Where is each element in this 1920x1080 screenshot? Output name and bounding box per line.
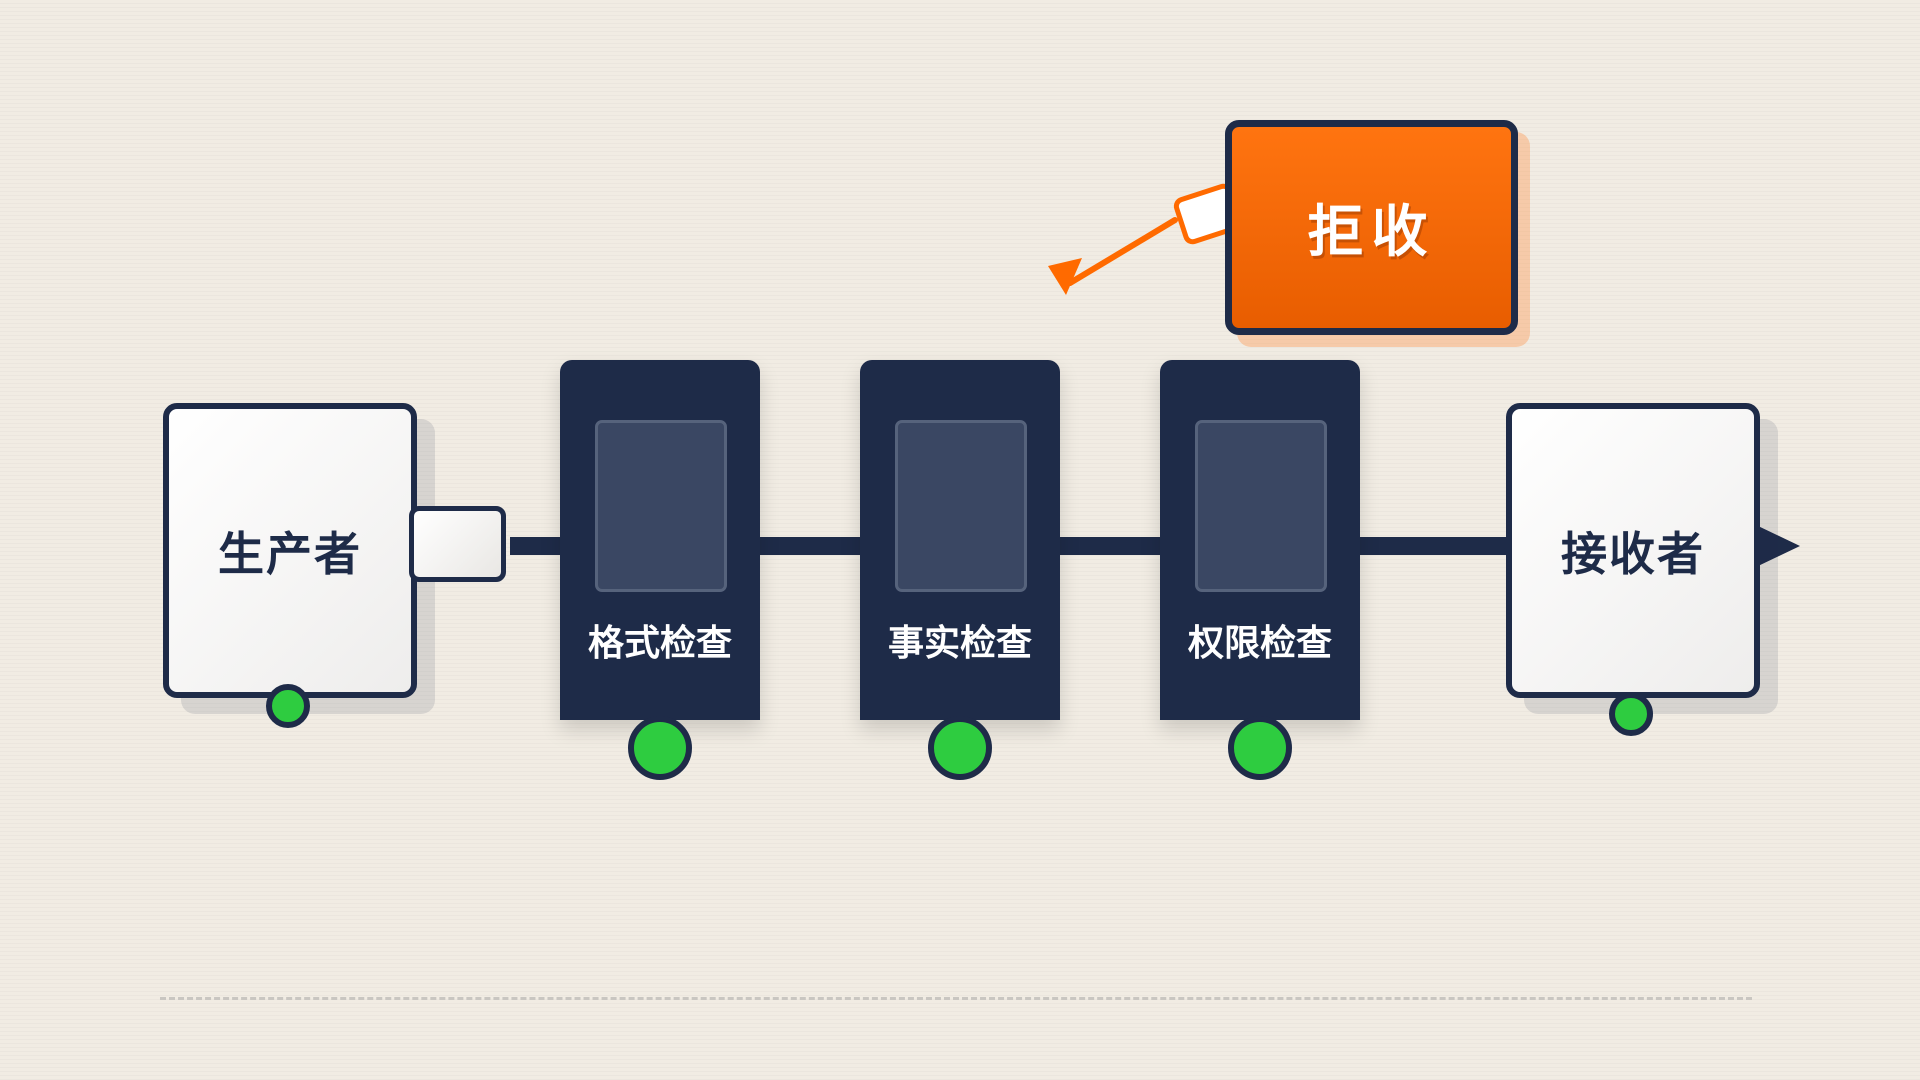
reject-arrow-line [1067, 217, 1178, 286]
reject-arrow-head-icon [1048, 258, 1082, 295]
gate-fact-check: 事实检查 [860, 360, 1060, 720]
gate-fact-status-dot [928, 716, 992, 780]
producer-message-packet [409, 506, 506, 582]
gate-permission-check: 权限检查 [1160, 360, 1360, 720]
receiver-node: 接收者 [1506, 403, 1760, 698]
reject-label: 拒收 [1307, 200, 1436, 265]
gate-permission-status-dot [1228, 716, 1292, 780]
producer-node: 生产者 [163, 403, 417, 698]
producer-label: 生产者 [218, 526, 362, 581]
gate-label: 格式检查 [587, 623, 732, 664]
gate-window [1195, 420, 1327, 592]
gate-label: 事实检查 [887, 623, 1032, 664]
flow-arrow-icon [1756, 525, 1800, 567]
gate-window [895, 420, 1027, 592]
gate-format-status-dot [628, 716, 692, 780]
gate-format-check: 格式检查 [560, 360, 760, 720]
reject-path [1048, 183, 1243, 295]
gate-label: 权限检查 [1187, 623, 1332, 664]
reject-node: 拒收 [1225, 120, 1518, 335]
producer-status-dot [266, 684, 310, 728]
divider [160, 997, 1752, 1000]
receiver-label: 接收者 [1561, 526, 1705, 581]
receiver-status-dot [1609, 692, 1653, 736]
gate-window [595, 420, 727, 592]
